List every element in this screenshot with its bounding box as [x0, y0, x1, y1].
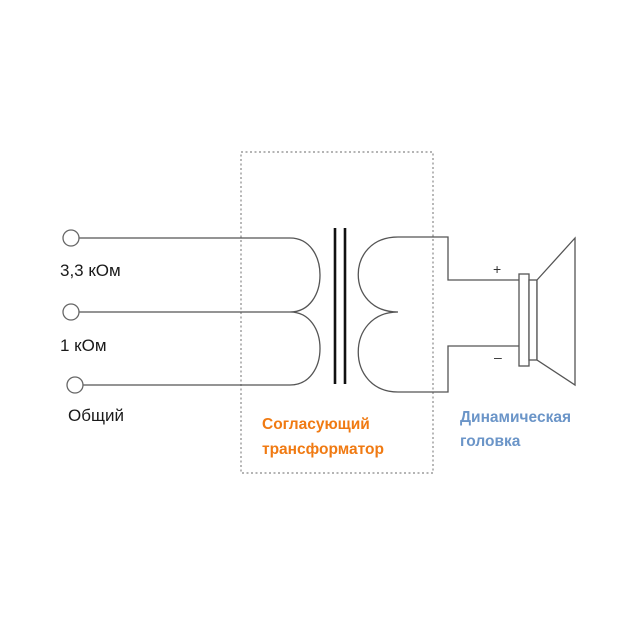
speaker-voice-coil — [528, 279, 538, 361]
terminal-label-3k3: 3,3 кОм — [60, 261, 121, 280]
transformer-caption-line1: Согласующий — [262, 416, 370, 433]
terminal-1k[interactable] — [62, 303, 80, 321]
terminal-label-1k: 1 кОм — [60, 336, 107, 355]
speaker-plus-sign: + — [493, 261, 501, 277]
speaker-magnet — [518, 273, 530, 367]
speaker-cone — [536, 236, 576, 387]
terminal-label-common: Общий — [68, 406, 124, 425]
speaker-wire-plus — [398, 236, 519, 281]
transformer-caption-line2: трансформатор — [262, 441, 384, 458]
terminal-3k3[interactable] — [62, 229, 80, 247]
primary-winding — [289, 237, 321, 386]
speaker-caption-line1: Динамическая — [460, 409, 571, 426]
speaker-minus-sign: – — [494, 349, 502, 365]
secondary-winding — [357, 236, 399, 393]
speaker-caption-line2: головка — [460, 433, 521, 450]
terminal-common[interactable] — [66, 376, 84, 394]
speaker-wire-minus — [398, 345, 519, 393]
